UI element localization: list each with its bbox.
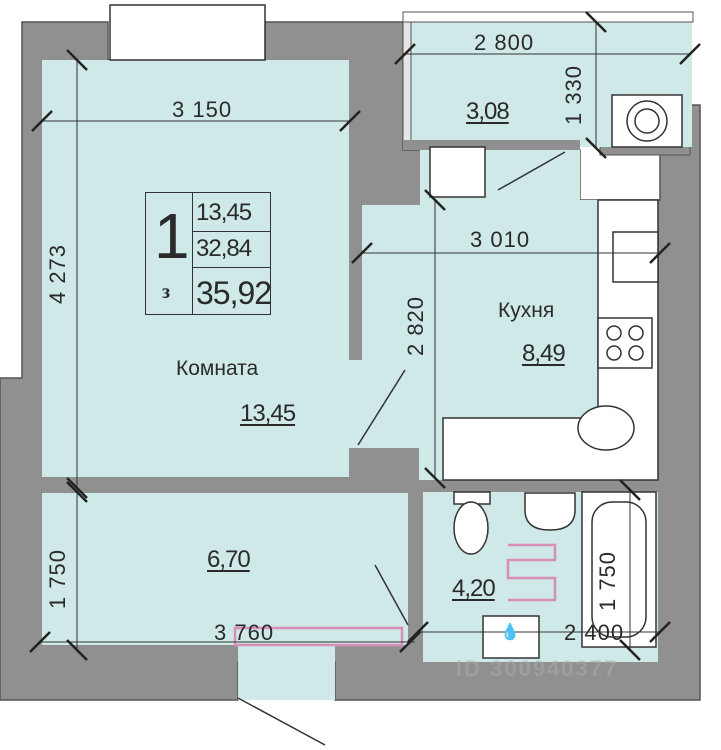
kitchen-name: Кухня: [498, 299, 555, 322]
rooms-count: 1: [154, 200, 190, 272]
stove-burner: [628, 325, 644, 341]
dim-balcony-depth: 1 330: [561, 64, 587, 126]
partition-bath-left: [408, 492, 423, 560]
towel-rail: [506, 543, 557, 602]
vent-fan-box: [611, 94, 683, 148]
water-heater: [482, 615, 540, 659]
dim-balcony-width: 2 800: [474, 30, 535, 55]
door-swings: [237, 151, 566, 746]
total-area-value: 32,84: [196, 235, 252, 262]
kitchen-sink: [577, 405, 635, 451]
partition-living-hall: [42, 477, 220, 493]
window-kitchen: [429, 146, 486, 198]
apartment-summary: 1 з 13,45 32,84 35,92: [145, 192, 272, 315]
hall-area: 6,70: [207, 546, 251, 573]
balcony-parapet: [402, 21, 412, 149]
bathroom-sink: [524, 492, 576, 531]
dim-living-width: 3 150: [172, 97, 233, 122]
heating-pipe: [233, 626, 404, 647]
living-room-area: 13,45: [240, 400, 296, 427]
dim-kitchen-depth: 2 820: [403, 295, 429, 357]
partition-kitchen-wall: [360, 200, 420, 205]
stove: [597, 317, 653, 369]
vent-fan-inner: [634, 108, 660, 134]
balcony-top-edge: [402, 11, 694, 23]
dim-living-height: 4 273: [45, 243, 71, 305]
hall-floor: [42, 493, 408, 645]
dim-bath-width: 2 400: [564, 620, 625, 645]
kitchen-area: 8,49: [522, 340, 566, 367]
living-room-name: Комната: [176, 357, 259, 380]
toilet-bowl: [453, 501, 489, 555]
partition-kitchen-bath: [349, 448, 419, 492]
stove-burner: [606, 345, 622, 361]
dim-tub-length: 1 750: [595, 550, 621, 612]
window-living: [109, 4, 266, 61]
partition-living-kitchen: [349, 200, 362, 360]
dim-kitchen-width: 3 010: [470, 227, 531, 252]
entrance-floor: [238, 645, 335, 700]
rooms-count-cell: 1 з: [146, 193, 193, 314]
balcony-area: 3,08: [466, 98, 510, 125]
stove-burner: [628, 345, 644, 361]
dimension-lines: [40, 22, 690, 650]
balcony-divider: [403, 140, 580, 150]
vent-fan: [626, 100, 668, 142]
watermark: ID 300940377: [456, 656, 619, 681]
fridge: [612, 231, 659, 283]
bathtub-inner: [591, 501, 647, 638]
living-room-floor: [42, 60, 349, 477]
total-area-balcony-value: 35,92: [196, 275, 272, 311]
summary-divider: [192, 231, 270, 232]
rooms-suffix: з: [162, 281, 171, 303]
dim-hall-depth: 1 750: [45, 548, 71, 610]
dim-hall-width: 3 760: [214, 620, 275, 645]
stove-burner: [606, 325, 622, 341]
bathroom-area: 4,20: [452, 575, 496, 602]
dimension-ticks: [29, 11, 701, 661]
summary-divider: [192, 267, 270, 268]
water-drop-icon: 💧: [500, 624, 520, 641]
living-area-value: 13,45: [196, 199, 252, 226]
